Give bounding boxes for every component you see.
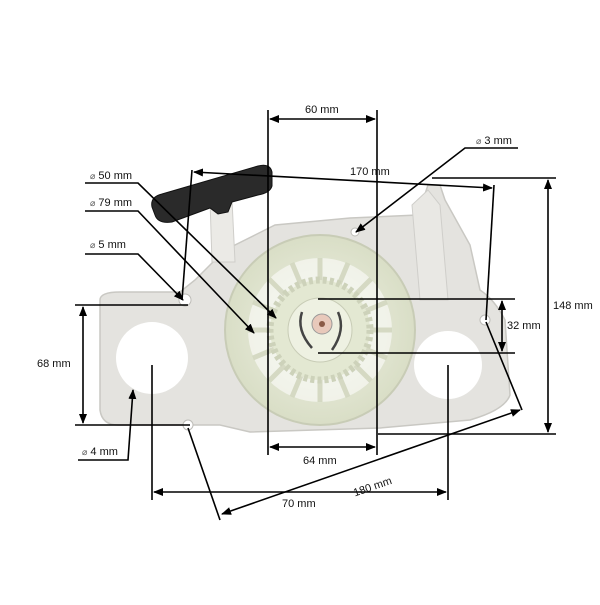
dim-148mm: 148 mm [553, 300, 593, 312]
diameter-icon: ⌀ [90, 198, 96, 208]
diameter-icon: ⌀ [90, 240, 96, 250]
dim-170mm: 170 mm [350, 166, 390, 178]
dim-68mm: 68 mm [37, 358, 71, 370]
pawl-spring [299, 311, 343, 351]
diameter-icon: ⌀ [82, 447, 88, 457]
left-mount-hole [116, 322, 188, 394]
callout-d4: ⌀4 mm [82, 446, 118, 458]
dim-64mm: 64 mm [303, 455, 337, 467]
callout-d3: ⌀3 mm [476, 135, 512, 147]
callout-d5: ⌀5 mm [90, 239, 126, 251]
callout-d50: ⌀50 mm [90, 170, 133, 182]
diameter-icon: ⌀ [90, 171, 96, 181]
dim-70mm: 70 mm [282, 498, 316, 510]
fan-wheel [224, 234, 416, 426]
callout-d79: ⌀79 mm [90, 197, 133, 209]
dim-32mm: 32 mm [507, 320, 541, 332]
diameter-icon: ⌀ [476, 136, 482, 146]
dim-60mm: 60 mm [305, 104, 339, 116]
dimension-lines [75, 110, 556, 521]
